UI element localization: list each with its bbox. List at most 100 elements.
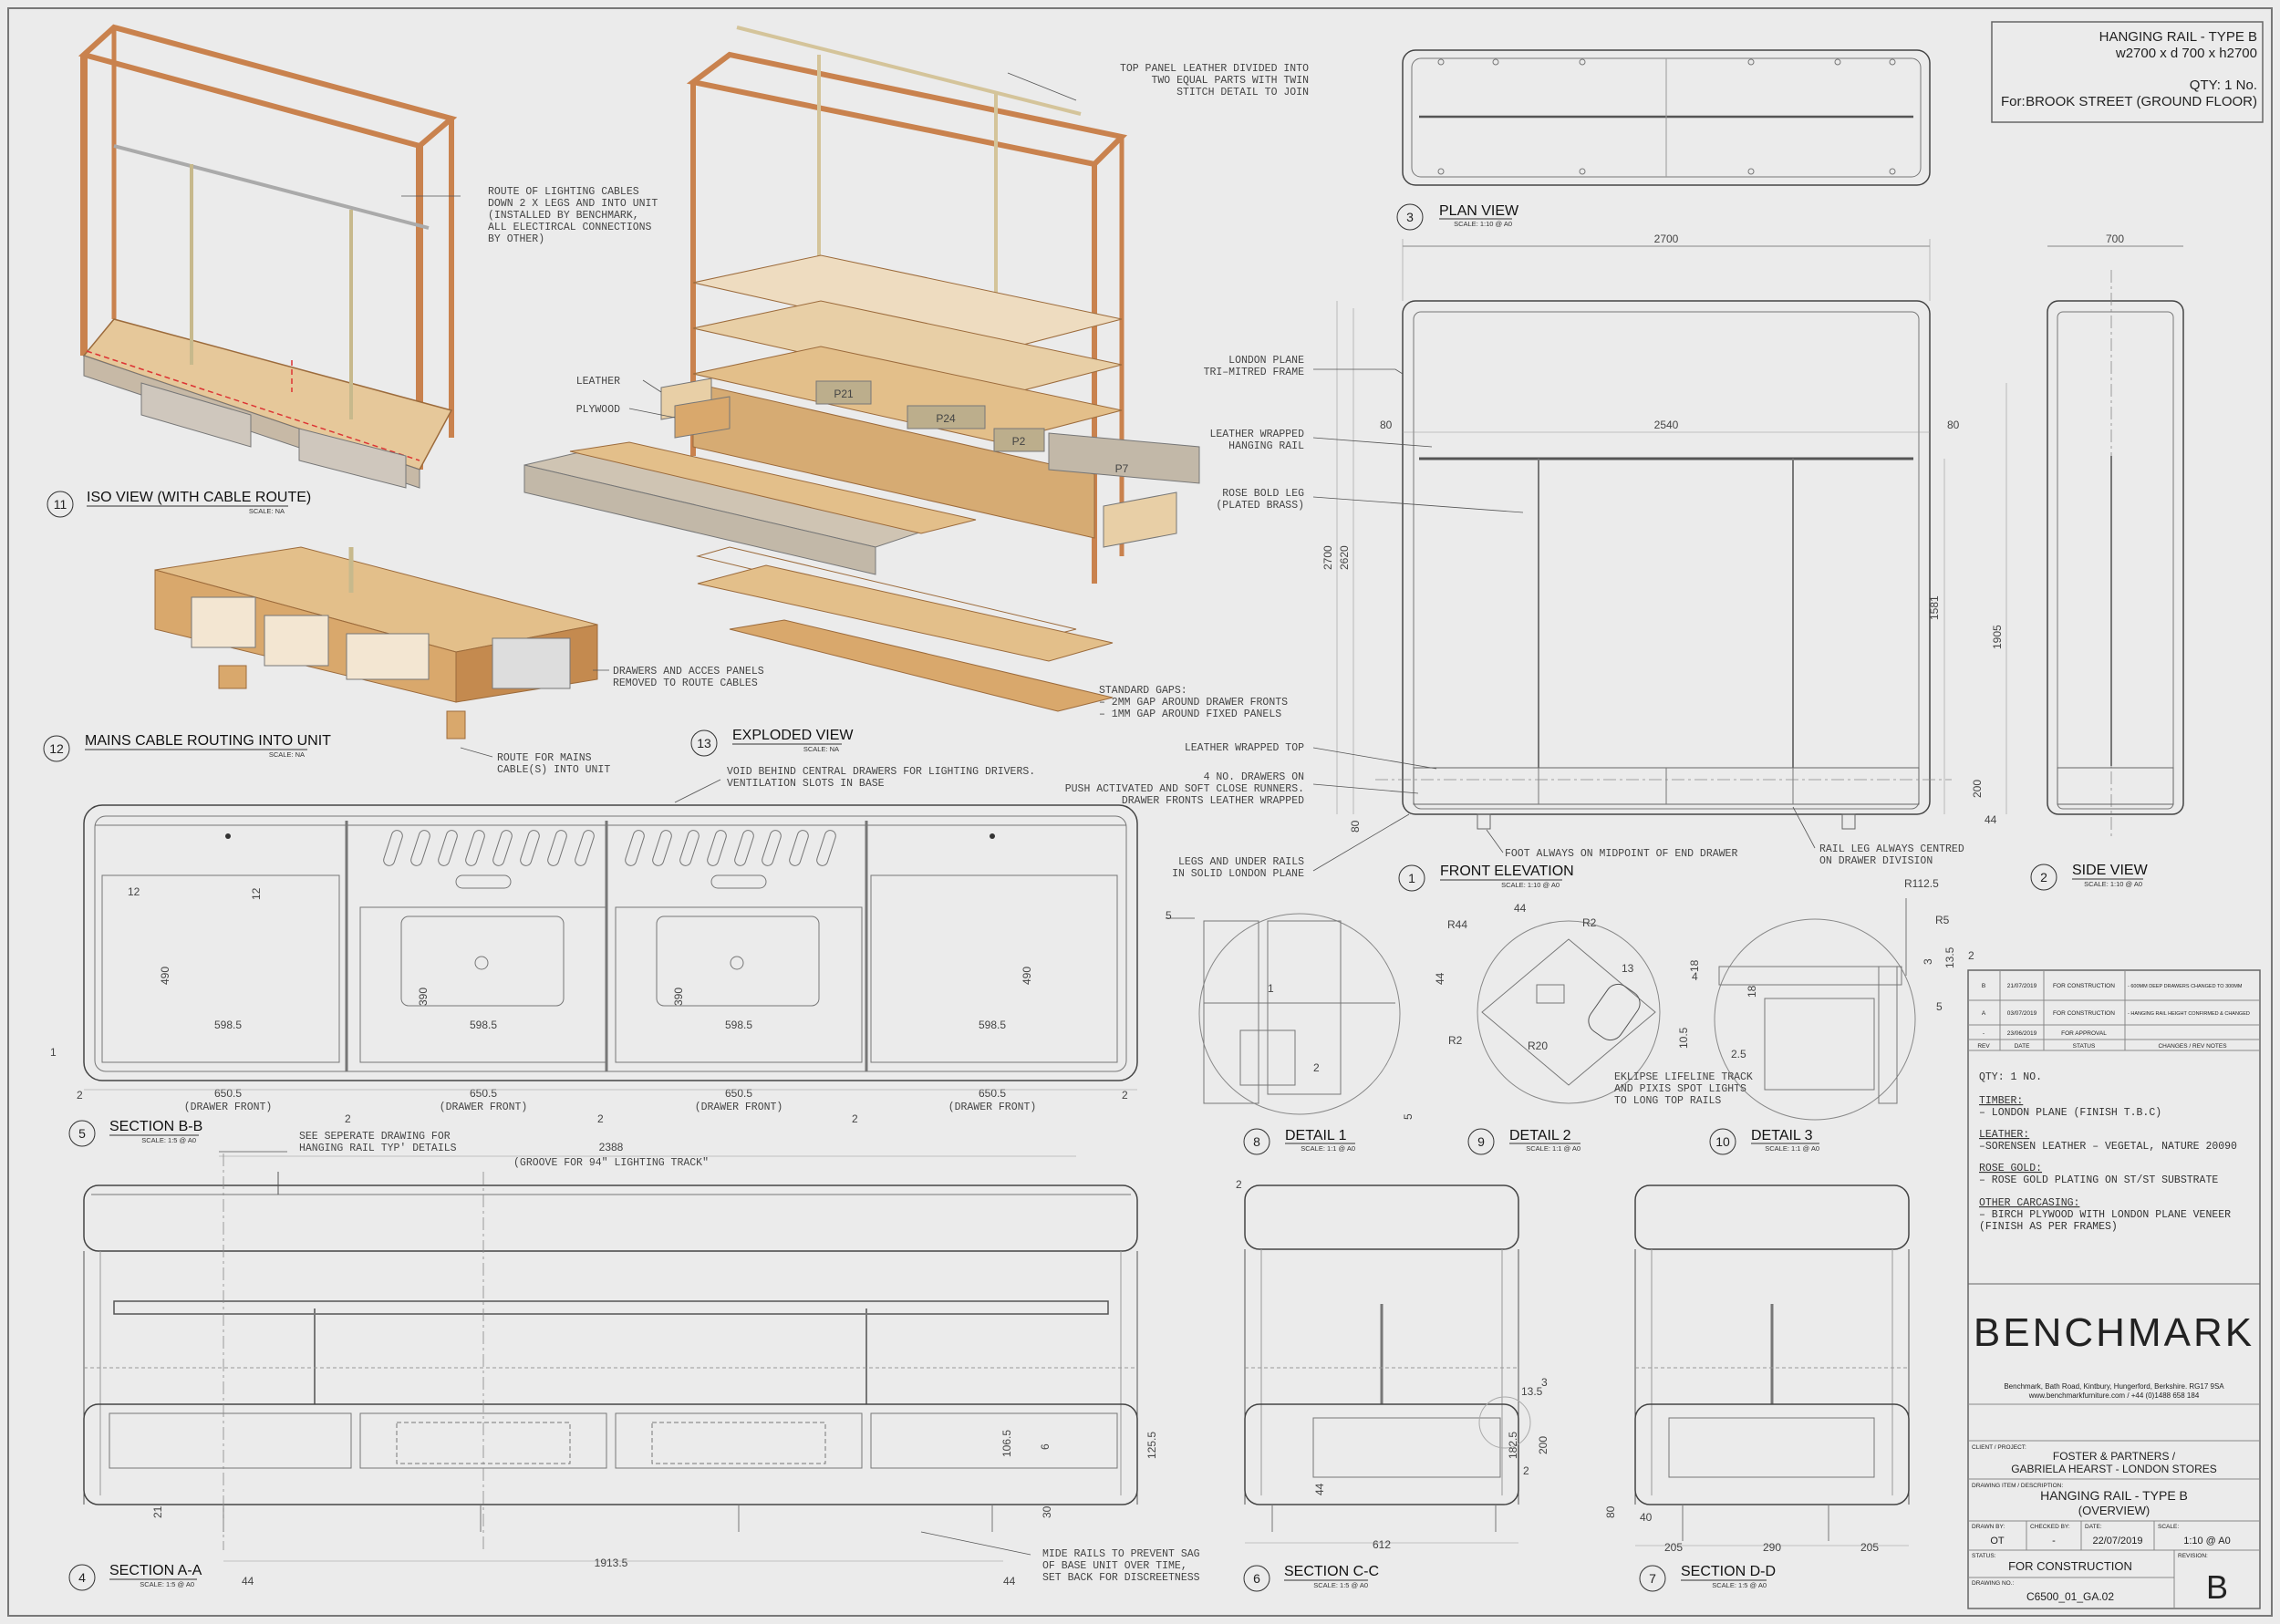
dim-front-80: 80 [1349,820,1362,833]
dim-sb-5985-2: 598.5 [470,1019,497,1031]
section-bb: VOID BEHIND CENTRAL DRAWERS FOR LIGHTING… [50,766,1138,1125]
dim-sb-490-right: 490 [1021,967,1033,985]
svg-text:5: 5 [78,1126,86,1141]
svg-text:SCALE: 1:10 @ A0: SCALE: 1:10 @ A0 [2084,880,2142,888]
dim-sc-2-top: 2 [1236,1178,1242,1191]
note-cable-route-5: BY OTHER) [488,233,544,245]
svg-text:CLIENT / PROJECT:: CLIENT / PROJECT: [1972,1444,2026,1451]
drawing-status: FOR CONSTRUCTION [2008,1559,2132,1573]
svg-text:OTHER CARCASING:: OTHER CARCASING: [1979,1197,2079,1209]
svg-text:FOR APPROVAL: FOR APPROVAL [2061,1030,2107,1037]
drawer-p24: P24 [936,412,956,425]
dim-sb-2-b: 2 [345,1112,351,1125]
detail-2: 44 R44 R2 13 44 R2 R20 10.5 4 EKLIPSE LI… [1434,902,1753,1107]
dim-d2-44b: 44 [1434,972,1446,985]
dim-front-side-right: 80 [1947,419,1960,431]
rev-b: B [1982,983,1985,989]
note-cable-route-3: (INSTALLED BY BENCHMARK, [488,210,639,222]
rev-a: A [1982,1010,1986,1017]
svg-text:1: 1 [1408,871,1415,885]
dim-sb-6505-4: 650.5 [979,1087,1006,1100]
svg-text:SCALE: 1:5 @ A0: SCALE: 1:5 @ A0 [1712,1581,1767,1589]
dim-sb-6505-1: 650.5 [214,1087,242,1100]
drawing-scale: 1:10 @ A0 [2183,1536,2231,1546]
dim-d2-r20: R20 [1528,1040,1548,1052]
svg-text:STATUS:: STATUS: [1972,1553,1996,1559]
title-size: w2700 x d 700 x h2700 [2115,46,2257,61]
dim-d2-r44: R44 [1447,918,1467,931]
material-notes: QTY: 1 NO. TIMBER: – LONDON PLANE (FINIS… [1979,1071,2237,1233]
note-route-mains-2: CABLE(S) INTO UNIT [497,764,610,776]
svg-text:REVISION:: REVISION: [2178,1553,2208,1559]
note-legs-rails-2: IN SOLID LONDON PLANE [1172,868,1304,880]
svg-text:SCALE: 1:1 @ A0: SCALE: 1:1 @ A0 [1526,1144,1580,1153]
dim-sb-12b: 12 [250,887,263,900]
note-mide-rails-1: MIDE RAILS TO PREVENT SAG [1042,1548,1200,1560]
svg-text:FOR CONSTRUCTION: FOR CONSTRUCTION [2053,983,2115,989]
view-label-11: 11 ISO VIEW (WITH CABLE ROUTE) SCALE: NA [47,490,311,518]
svg-text:FRONT ELEVATION: FRONT ELEVATION [1440,864,1574,879]
view-label-6: 6 SECTION C-C SCALE: 1:5 @ A0 [1243,1564,1379,1592]
svg-text:– BIRCH PLYWOOD WITH LONDON PL: – BIRCH PLYWOOD WITH LONDON PLANE VENEER [1979,1209,2231,1221]
note-top-panel-3: STITCH DETAIL TO JOIN [1176,87,1309,98]
dim-sa-44b: 44 [1003,1575,1016,1588]
svg-text:- HANGING RAIL HEIGHT CONFIRME: - HANGING RAIL HEIGHT CONFIRMED & CHANGE… [2128,1011,2250,1017]
note-four-drawers-1: 4 NO. DRAWERS ON [1204,771,1304,783]
note-void-behind-2: VENTILATION SLOTS IN BASE [727,778,885,790]
svg-text:ISO VIEW (WITH CABLE ROUTE): ISO VIEW (WITH CABLE ROUTE) [87,490,311,505]
note-drawers-panels-1: DRAWERS AND ACCES PANELS [613,666,764,678]
note-leather-top: LEATHER WRAPPED TOP [1185,742,1304,754]
dim-sa-6: 6 [1039,1443,1052,1450]
note-gaps-1: STANDARD GAPS: [1099,685,1187,697]
svg-text:4: 4 [78,1570,86,1585]
dim-d3-135: 13.5 [1943,946,1956,968]
dim-sc-200: 200 [1537,1436,1549,1454]
svg-text:03/07/2019: 03/07/2019 [2007,1010,2037,1017]
drawn-by: OT [1990,1536,2005,1546]
dim-sb-2-d: 2 [852,1112,858,1125]
svg-text:SECTION A-A: SECTION A-A [109,1563,202,1578]
revision-table: B 21/07/2019 FOR CONSTRUCTION - 600MM DE… [1968,970,2260,1051]
svg-text:SCALE:: SCALE: [2158,1524,2179,1530]
dim-front-rail: 1905 [1991,625,2004,649]
svg-text:MAINS CABLE ROUTING INTO UNIT: MAINS CABLE ROUTING INTO UNIT [85,733,331,749]
note-top-panel-2: TWO EQUAL PARTS WITH TWIN [1151,75,1309,87]
note-london-plane-1: LONDON PLANE [1228,355,1304,367]
dim-sb-1: 1 [50,1046,57,1059]
svg-text:QTY: 1 NO.: QTY: 1 NO. [1979,1071,2042,1083]
note-route-mains-1: ROUTE FOR MAINS [497,752,592,764]
title-block: HANGING RAIL - TYPE B w2700 x d 700 x h2… [1991,21,2264,123]
svg-text:SECTION D-D: SECTION D-D [1681,1564,1776,1579]
note-see-separate-1: SEE SEPERATE DRAWING FOR [299,1131,451,1143]
dim-sb-6505-3: 650.5 [725,1087,752,1100]
dim-d1-1: 1 [1268,982,1274,995]
svg-text:DATE: DATE [2015,1043,2031,1050]
svg-text:DRAWING NO.:: DRAWING NO.: [1972,1580,2015,1587]
svg-text:REV: REV [1977,1043,1990,1050]
item-line-2: (OVERVIEW) [2078,1504,2150,1517]
exploded-view: P21 P24 P2 P7 TOP PANEL LEATHER DIVIDED … [523,26,1309,720]
drawing-revision: B [2206,1568,2228,1606]
dim-d3-r1125: R112.5 [1904,877,1939,890]
dim-front-leg: 1581 [1928,595,1941,620]
note-cable-route-1: ROUTE OF LIGHTING CABLES [488,186,639,198]
dim-front-width: 2700 [1654,233,1679,245]
drawing-sheet [7,7,2273,1617]
svg-text:6: 6 [1253,1571,1260,1586]
note-mide-rails-2: OF BASE UNIT OVER TIME, [1042,1560,1187,1572]
dim-d1-5a: 5 [1166,909,1172,922]
dim-d2-105: 10.5 [1677,1027,1690,1049]
dim-sb-2-e: 2 [1122,1089,1128,1102]
note-rail-leg-2: ON DRAWER DIVISION [1819,855,1933,867]
dim-d3-r5: R5 [1935,914,1950,926]
note-four-drawers-3: DRAWER FRONTS LEATHER WRAPPED [1122,795,1304,807]
view-label-8: 8 DETAIL 1 SCALE: 1:1 @ A0 [1243,1128,1355,1155]
note-top-panel-1: TOP PANEL LEATHER DIVIDED INTO [1120,63,1309,75]
title-name: HANGING RAIL - TYPE B [2099,29,2257,45]
svg-text:DRAWING ITEM / DESCRIPTION:: DRAWING ITEM / DESCRIPTION: [1972,1483,2063,1489]
section-aa: SEE SEPERATE DRAWING FOR HANGING RAIL TY… [83,1131,1200,1588]
iso-view: ROUTE OF LIGHTING CABLES DOWN 2 X LEGS A… [78,24,658,489]
side-view: 700 [2047,233,2184,839]
svg-text:7: 7 [1649,1571,1656,1586]
